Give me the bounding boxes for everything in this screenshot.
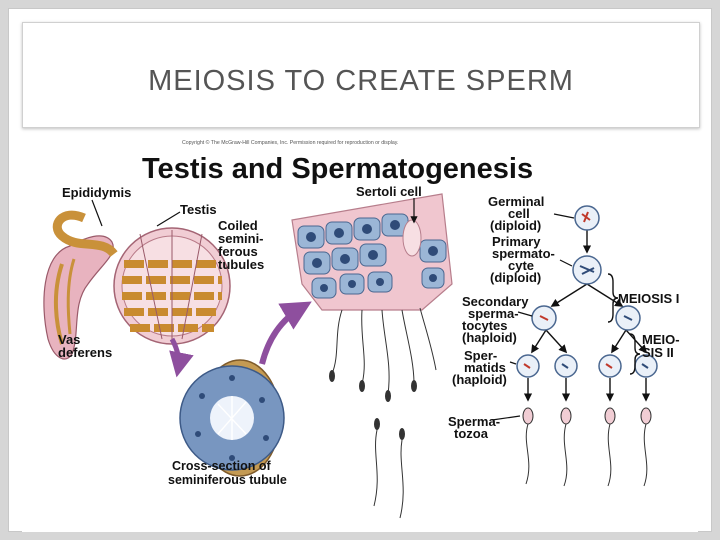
coiled-line-4: tubules [218,257,264,272]
label-spermatozoa: Sperma- tozoa [448,414,504,441]
vas-line-1: Vas [58,332,80,347]
lineage-sperm [522,407,652,487]
primary-line-3: cyte [508,258,534,273]
cross-line-2: seminiferous tubule [168,473,287,487]
label-vas-deferens: Vas deferens [58,332,112,360]
seminiferous-epithelium [291,193,453,519]
secondary-line-2: sperma- [468,306,519,321]
spermatids-line-2: matids [464,360,506,375]
leader-testis [156,211,181,227]
primary-line-1: Primary [492,234,541,249]
germinal-line-3: (diploid) [490,218,541,233]
figure-heading: Testis and Spermatogenesis [142,153,533,185]
secondary-line-3: tocytes [462,318,508,333]
figure-svg: Copyright © The McGraw-Hill Companies, I… [43,139,683,519]
lineage-tree [523,230,651,402]
primary-line-2: spermato- [492,246,555,261]
arrow-to-epithelium [259,301,312,365]
spermatozoa-line-1: Sperma- [448,414,500,429]
spermatids-line-3: (haploid) [452,372,507,387]
label-primary-spermatocyte: Primary spermato- cyte (diploid) [490,234,558,285]
label-spermatids: Sper- matids (haploid) [452,348,510,387]
spermatozoa-line-2: tozoa [454,426,489,441]
meiosis2-line-2: SIS II [642,345,674,360]
meiosis2-line-1: MEIO- [642,332,680,347]
testis-illustration [43,210,231,360]
bracket-meiosis-2 [629,333,641,375]
leader-epididymis [91,199,103,227]
label-cross-section: Cross-section of seminiferous tubule [168,459,287,487]
chromosome-marks [523,211,649,369]
secondary-line-4: (haploid) [462,330,517,345]
arrow-to-cross-section [169,337,194,378]
label-germinal-cell: Germinal cell (diploid) [488,194,548,233]
germinal-line-2: cell [508,206,530,221]
secondary-line-1: Secondary [462,294,529,309]
label-secondary-spermatocytes: Secondary sperma- tocytes (haploid) [462,294,532,345]
primary-line-4: (diploid) [490,270,541,285]
vas-line-2: deferens [58,345,112,360]
coiled-line-2: semini- [218,231,264,246]
lineage-leaders [491,213,575,421]
label-sertoli-cell: Sertoli cell [356,184,422,199]
bracket-meiosis-1 [607,273,619,323]
slide-title: MEIOSIS TO CREATE SPERM [148,65,574,97]
title-box: MEIOSIS TO CREATE SPERM [22,22,700,128]
copyright-note: Copyright © The McGraw-Hill Companies, I… [182,139,398,146]
label-meiosis-2: MEIO- SIS II [642,332,683,360]
spermatogenesis-figure: Copyright © The McGraw-Hill Companies, I… [22,134,698,532]
label-meiosis-1: MEIOSIS I [618,291,679,306]
label-coiled-tubules: Coiled semini- ferous tubules [218,218,267,272]
coiled-line-3: ferous [218,244,258,259]
label-epididymis: Epididymis [62,185,131,200]
coiled-line-1: Coiled [218,218,258,233]
cross-line-1: Cross-section of [172,459,271,473]
label-testis: Testis [180,202,217,217]
spermatids-line-1: Sper- [464,348,497,363]
tubule-cross-section [179,359,285,477]
slide: MEIOSIS TO CREATE SPERM Copyright © The … [8,8,712,532]
